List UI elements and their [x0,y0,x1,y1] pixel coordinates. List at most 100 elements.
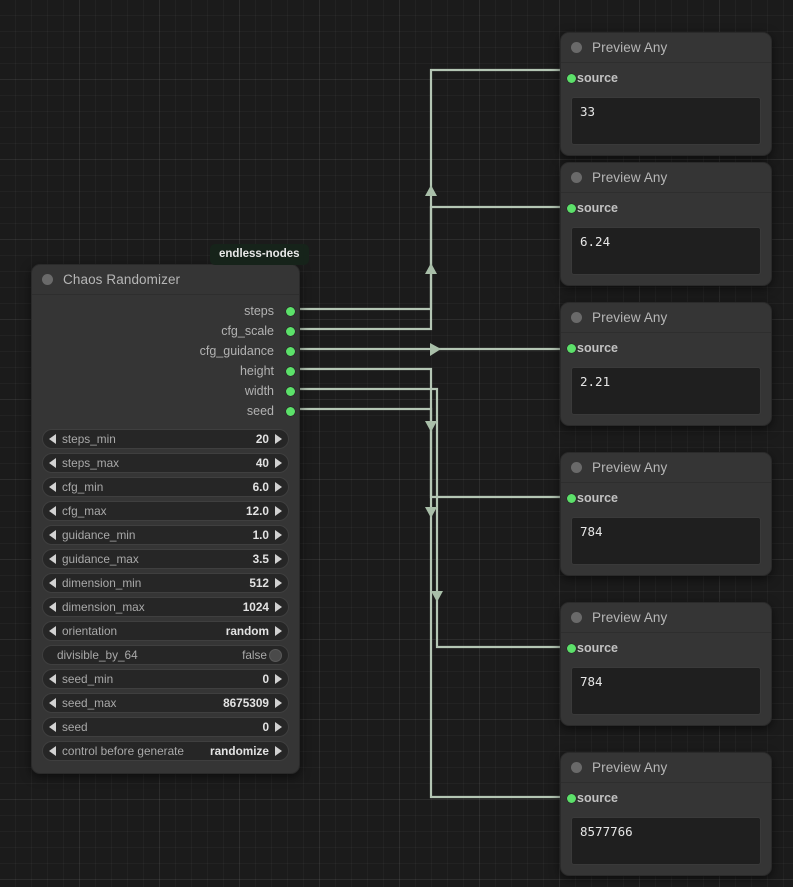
chevron-left-icon[interactable] [49,674,56,684]
node-preview-any-2[interactable]: Preview Any source 6.24 [560,162,772,286]
input-slot-source[interactable]: source [561,487,771,509]
output-slot-dot-icon[interactable] [286,306,295,316]
node-preview-any-6[interactable]: Preview Any source 8577766 [560,752,772,876]
widget-value[interactable]: 40 [255,456,269,470]
widget-value[interactable]: 1.0 [252,528,269,542]
widget-value[interactable]: 0 [262,720,269,734]
output-slot-height[interactable]: height [32,361,299,381]
chevron-left-icon[interactable] [49,506,56,516]
input-slot-source[interactable]: source [561,197,771,219]
widget-value[interactable]: 12.0 [246,504,269,518]
chevron-left-icon[interactable] [49,458,56,468]
node-header[interactable]: Preview Any [561,453,771,483]
output-slot-dot-icon[interactable] [286,386,295,396]
preview-text-output[interactable]: 784 [571,667,761,715]
chevron-right-icon[interactable] [275,698,282,708]
node-header[interactable]: Preview Any [561,753,771,783]
widget-value[interactable]: 512 [249,576,269,590]
output-slot-cfg_guidance[interactable]: cfg_guidance [32,341,299,361]
chevron-left-icon[interactable] [49,482,56,492]
collapse-dot-icon[interactable] [571,172,582,183]
input-slot-source[interactable]: source [561,787,771,809]
chevron-right-icon[interactable] [275,674,282,684]
input-slot-dot-icon[interactable] [567,343,576,353]
input-slot-dot-icon[interactable] [567,643,576,653]
output-slot-dot-icon[interactable] [286,406,295,416]
node-preview-any-4[interactable]: Preview Any source 784 [560,452,772,576]
output-slot-dot-icon[interactable] [286,346,295,356]
widget-value[interactable]: 20 [255,432,269,446]
collapse-dot-icon[interactable] [571,312,582,323]
node-preview-any-3[interactable]: Preview Any source 2.21 [560,302,772,426]
chevron-left-icon[interactable] [49,434,56,444]
chevron-right-icon[interactable] [275,578,282,588]
chevron-left-icon[interactable] [49,602,56,612]
chevron-left-icon[interactable] [49,626,56,636]
input-slot-dot-icon[interactable] [567,493,576,503]
collapse-dot-icon[interactable] [571,42,582,53]
chevron-right-icon[interactable] [275,722,282,732]
chevron-left-icon[interactable] [49,530,56,540]
node-header[interactable]: Preview Any [561,163,771,193]
chevron-right-icon[interactable] [275,530,282,540]
widget-value[interactable]: 8675309 [223,696,269,710]
collapse-dot-icon[interactable] [42,274,53,285]
chevron-left-icon[interactable] [49,746,56,756]
input-slot-dot-icon[interactable] [567,203,576,213]
input-slot-source[interactable]: source [561,637,771,659]
node-preview-any-5[interactable]: Preview Any source 784 [560,602,772,726]
chevron-right-icon[interactable] [275,746,282,756]
input-slot-source[interactable]: source [561,337,771,359]
chevron-right-icon[interactable] [275,458,282,468]
widget-value[interactable]: randomize [210,744,269,758]
collapse-dot-icon[interactable] [571,612,582,623]
widget-value[interactable]: 0 [262,672,269,686]
chevron-right-icon[interactable] [275,482,282,492]
preview-text-output[interactable]: 784 [571,517,761,565]
collapse-dot-icon[interactable] [571,462,582,473]
output-slot-steps[interactable]: steps [32,301,299,321]
chevron-right-icon[interactable] [275,626,282,636]
chevron-right-icon[interactable] [275,554,282,564]
input-slot-dot-icon[interactable] [567,793,576,803]
node-header[interactable]: Preview Any [561,603,771,633]
output-slot-seed[interactable]: seed [32,401,299,421]
chevron-right-icon[interactable] [275,434,282,444]
chevron-right-icon[interactable] [275,602,282,612]
widget-value[interactable]: random [225,624,269,638]
preview-text-output[interactable]: 33 [571,97,761,145]
input-slot-dot-icon[interactable] [567,73,576,83]
preview-text-output[interactable]: 2.21 [571,367,761,415]
chevron-right-icon[interactable] [275,506,282,516]
widget-value[interactable]: 3.5 [252,552,269,566]
node-header[interactable]: Preview Any [561,33,771,63]
output-slot-cfg_scale[interactable]: cfg_scale [32,321,299,341]
output-slot-dot-icon[interactable] [286,326,295,336]
node-header[interactable]: Preview Any [561,303,771,333]
output-slot-width[interactable]: width [32,381,299,401]
widget-value[interactable]: 1024 [242,600,269,614]
input-slot-source[interactable]: source [561,67,771,89]
toggle-knob[interactable] [269,648,282,662]
preview-text-output[interactable]: 6.24 [571,227,761,275]
node-header[interactable]: Chaos Randomizer [32,265,299,295]
output-slot-dot-icon[interactable] [286,366,295,376]
preview-text-output[interactable]: 8577766 [571,817,761,865]
chevron-left-icon[interactable] [49,578,56,588]
